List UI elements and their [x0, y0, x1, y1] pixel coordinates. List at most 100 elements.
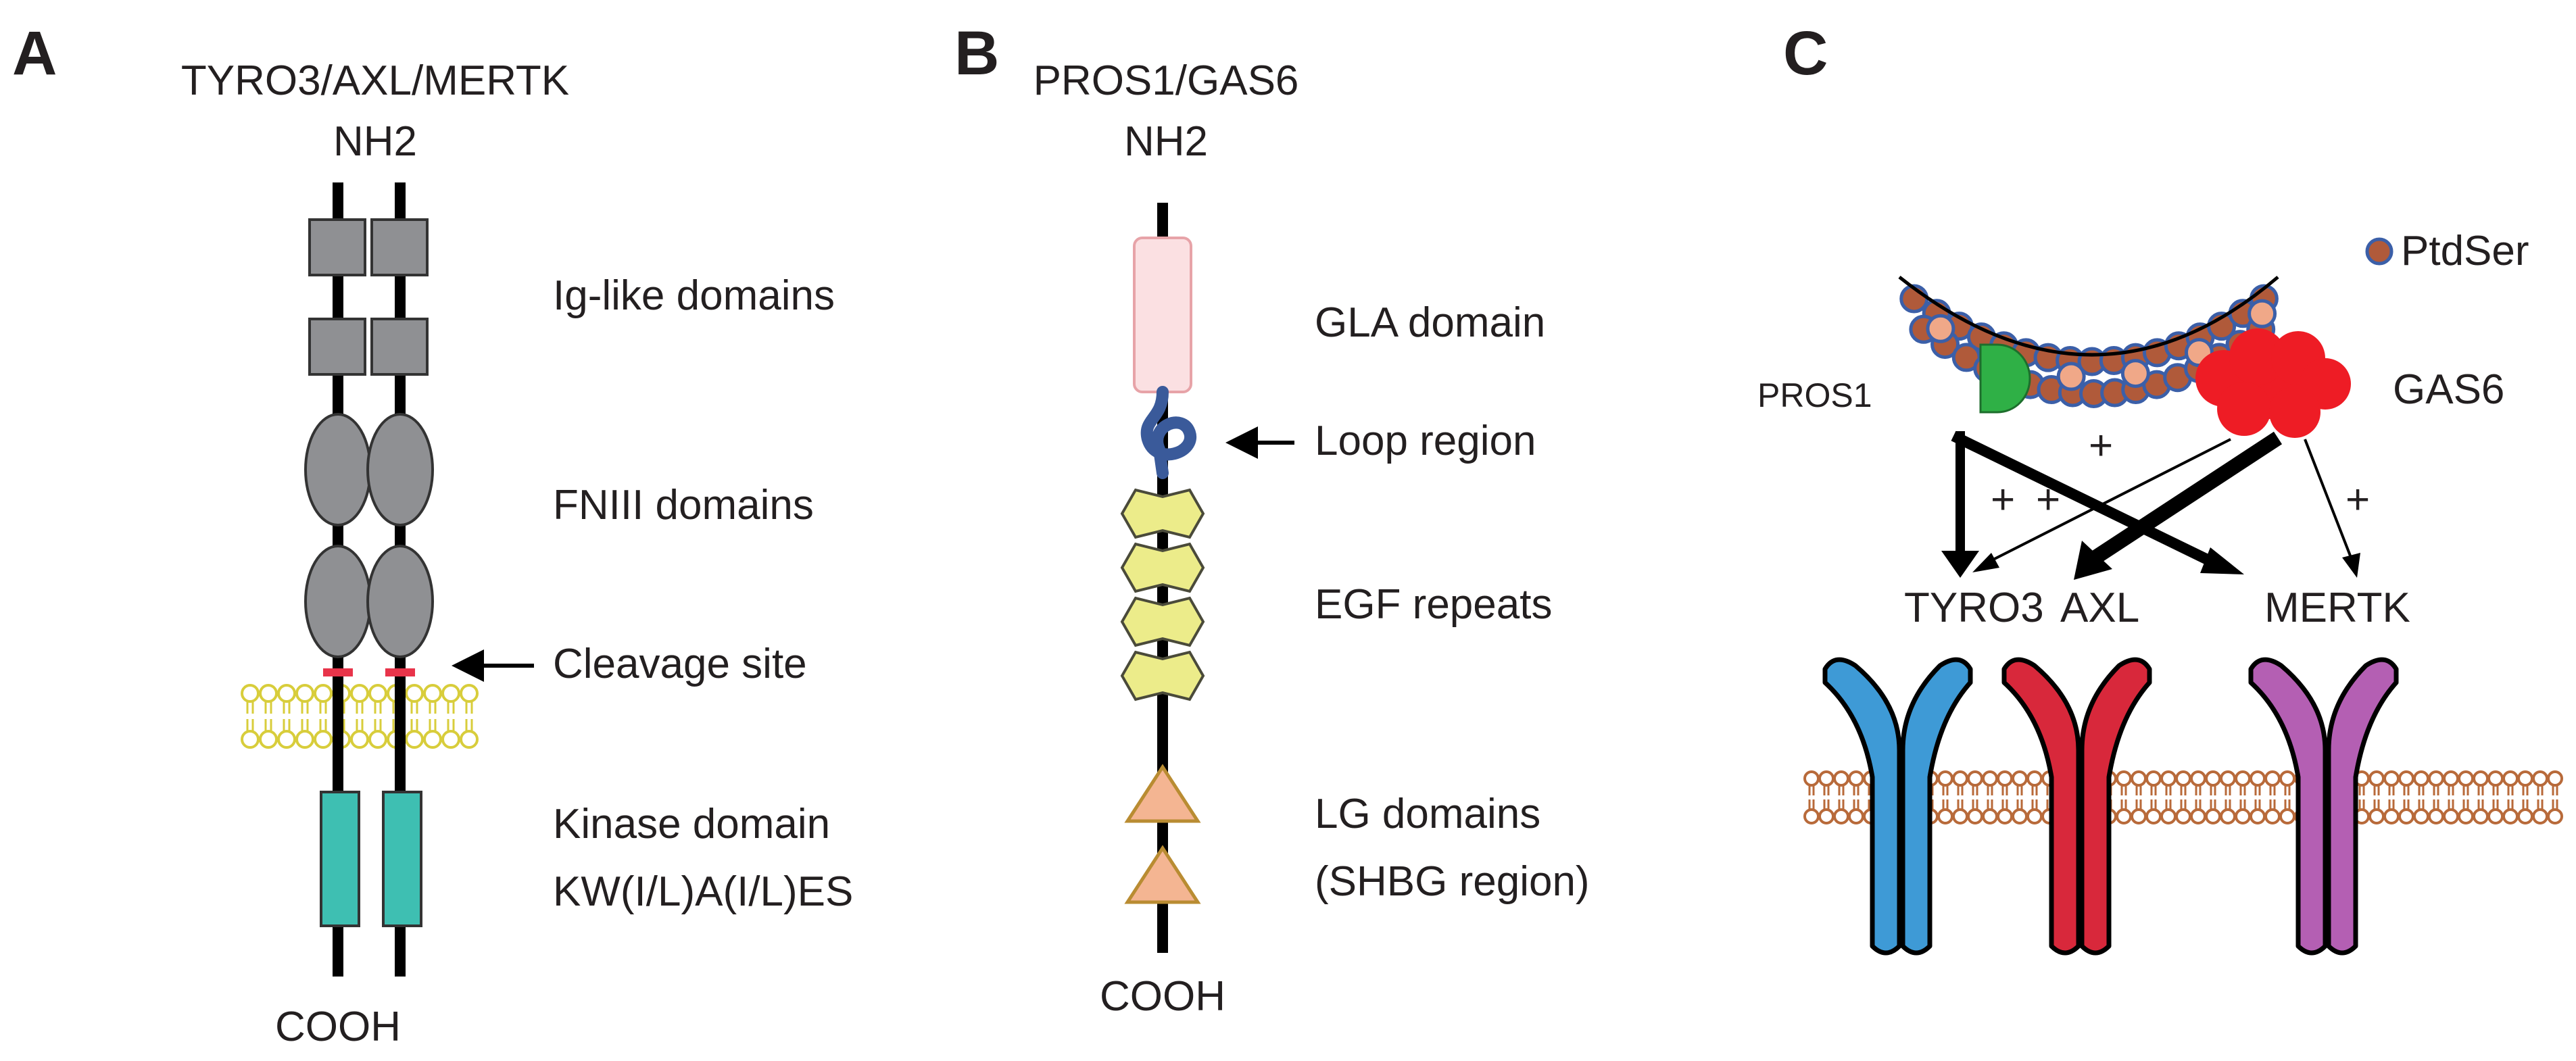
panel-a: A TYRO3/AXL/MERTK NH2 COOH Ig [12, 19, 853, 1050]
axl-label: AXL [2060, 585, 2139, 631]
loop-region [1140, 386, 1197, 479]
egf-repeat [1121, 489, 1205, 539]
lipid-molecule [368, 684, 387, 749]
membrane-lipid [1967, 770, 1983, 824]
label-kinase: Kinase domain [553, 801, 830, 847]
apoptotic-membrane-outer [1898, 276, 2279, 357]
plus-pros1-mertk: + [2089, 422, 2113, 469]
egf-repeat [1121, 651, 1205, 701]
label-lg: LG domains [1315, 791, 1540, 837]
ptdser-legend-dot [2365, 237, 2393, 266]
lipid-molecule [350, 684, 369, 749]
label-egf: EGF repeats [1315, 581, 1552, 628]
ig-domain [370, 318, 429, 376]
lipid-molecule [259, 684, 278, 749]
membrane-lipid [1937, 770, 1953, 824]
membrane-lipid [2116, 770, 2132, 824]
membrane-lipid [2026, 770, 2043, 824]
membrane-lipid [1982, 770, 1998, 824]
panel-a-membrane [241, 684, 479, 749]
panel-b: B PROS1/GAS6 NH2 COOH GLA domain Loop re… [954, 19, 1590, 1020]
membrane-lipid [2250, 770, 2266, 824]
membrane-lipid [2220, 770, 2236, 824]
panel-b-cooh: COOH [1100, 973, 1225, 1020]
egf-repeat [1121, 597, 1205, 647]
panel-c: C PtdSer PROS1 GAS6 [1757, 19, 2563, 956]
gas6-label: GAS6 [2393, 366, 2504, 413]
tyro3-receptor [1822, 657, 1973, 956]
membrane-lipid [2131, 770, 2147, 824]
lipid-molecule [423, 684, 442, 749]
membrane-lipid [1952, 770, 1968, 824]
ptdser-bead [2247, 299, 2277, 328]
pros1-label: PROS1 [1757, 376, 1872, 414]
label-cleavage: Cleavage site [553, 641, 807, 687]
ptdser-bead [2056, 362, 2086, 391]
membrane-lipid [2279, 770, 2295, 824]
membrane-lipid [2190, 770, 2206, 824]
kinase-domain [320, 791, 360, 927]
receptor-dimer [304, 182, 434, 977]
panel-b-nh2: NH2 [1124, 118, 1208, 165]
plus-gas6-tyro3: + [2036, 476, 2060, 523]
panel-a-nh2: NH2 [333, 118, 417, 165]
ig-domain [370, 218, 429, 276]
panel-c-letter: C [1783, 19, 1828, 88]
axl-receptor [2001, 657, 2152, 956]
mertk-receptor [2248, 657, 2399, 956]
membrane-lipid [2517, 770, 2533, 824]
membrane-lipid [1848, 770, 1864, 824]
panel-a-cooh: COOH [275, 1004, 401, 1050]
membrane-lipid [2205, 770, 2221, 824]
plus-pros1-tyro3: + [1991, 476, 2015, 523]
kinase-domain [382, 791, 422, 927]
lipid-molecule [277, 684, 296, 749]
plus-gas6-mertk: + [2346, 476, 2370, 523]
label-loop: Loop region [1315, 418, 1536, 464]
pros1-ligand [1979, 343, 2031, 414]
label-fniii: FNIII domains [553, 482, 814, 528]
membrane-lipid [2012, 770, 2028, 824]
lipid-molecule [405, 684, 424, 749]
lipid-molecule [460, 684, 479, 749]
fn-domain [304, 413, 372, 526]
membrane-lipid [2532, 770, 2548, 824]
ig-domain [308, 218, 366, 276]
activation-arrows [1941, 430, 2360, 580]
ig-domain [308, 318, 366, 376]
panel-b-letter: B [954, 19, 999, 88]
gas6-ligand [2195, 328, 2351, 438]
ptdser-bead [1926, 314, 1955, 343]
membrane-lipid [1833, 770, 1849, 824]
membrane-lipid [2502, 770, 2519, 824]
membrane-lipid [2547, 770, 2563, 824]
lipid-molecule [441, 684, 460, 749]
egf-repeat [1121, 543, 1205, 593]
membrane-lipid [2264, 770, 2281, 824]
lipid-molecule [314, 684, 333, 749]
membrane-lipid [1803, 770, 1820, 824]
lg-domain [1124, 764, 1201, 823]
membrane-lipid [2428, 770, 2444, 824]
lg-domain [1124, 845, 1201, 904]
label-ig-like: Ig-like domains [553, 272, 835, 319]
label-shbg: (SHBG region) [1315, 858, 1590, 905]
fn-domain [366, 545, 434, 658]
membrane-lipid [2368, 770, 2385, 824]
fn-domain [366, 413, 434, 526]
membrane-lipid [2443, 770, 2459, 824]
arrow-gas6-mertk [2304, 439, 2354, 562]
membrane-lipid [2458, 770, 2474, 824]
arrow-gas6-tyro3 [1983, 438, 2231, 566]
panel-a-letter: A [12, 19, 57, 88]
panel-a-title: TYRO3/AXL/MERTK [181, 57, 569, 104]
membrane-lipid [2413, 770, 2429, 824]
membrane-lipid [1997, 770, 2013, 824]
membrane-lipid [1818, 770, 1834, 824]
label-kinase-motif: KW(I/L)A(I/L)ES [553, 868, 853, 915]
label-gla: GLA domain [1315, 299, 1545, 346]
membrane-lipid [2175, 770, 2191, 824]
fn-domain [304, 545, 372, 658]
membrane-lipid [2235, 770, 2251, 824]
